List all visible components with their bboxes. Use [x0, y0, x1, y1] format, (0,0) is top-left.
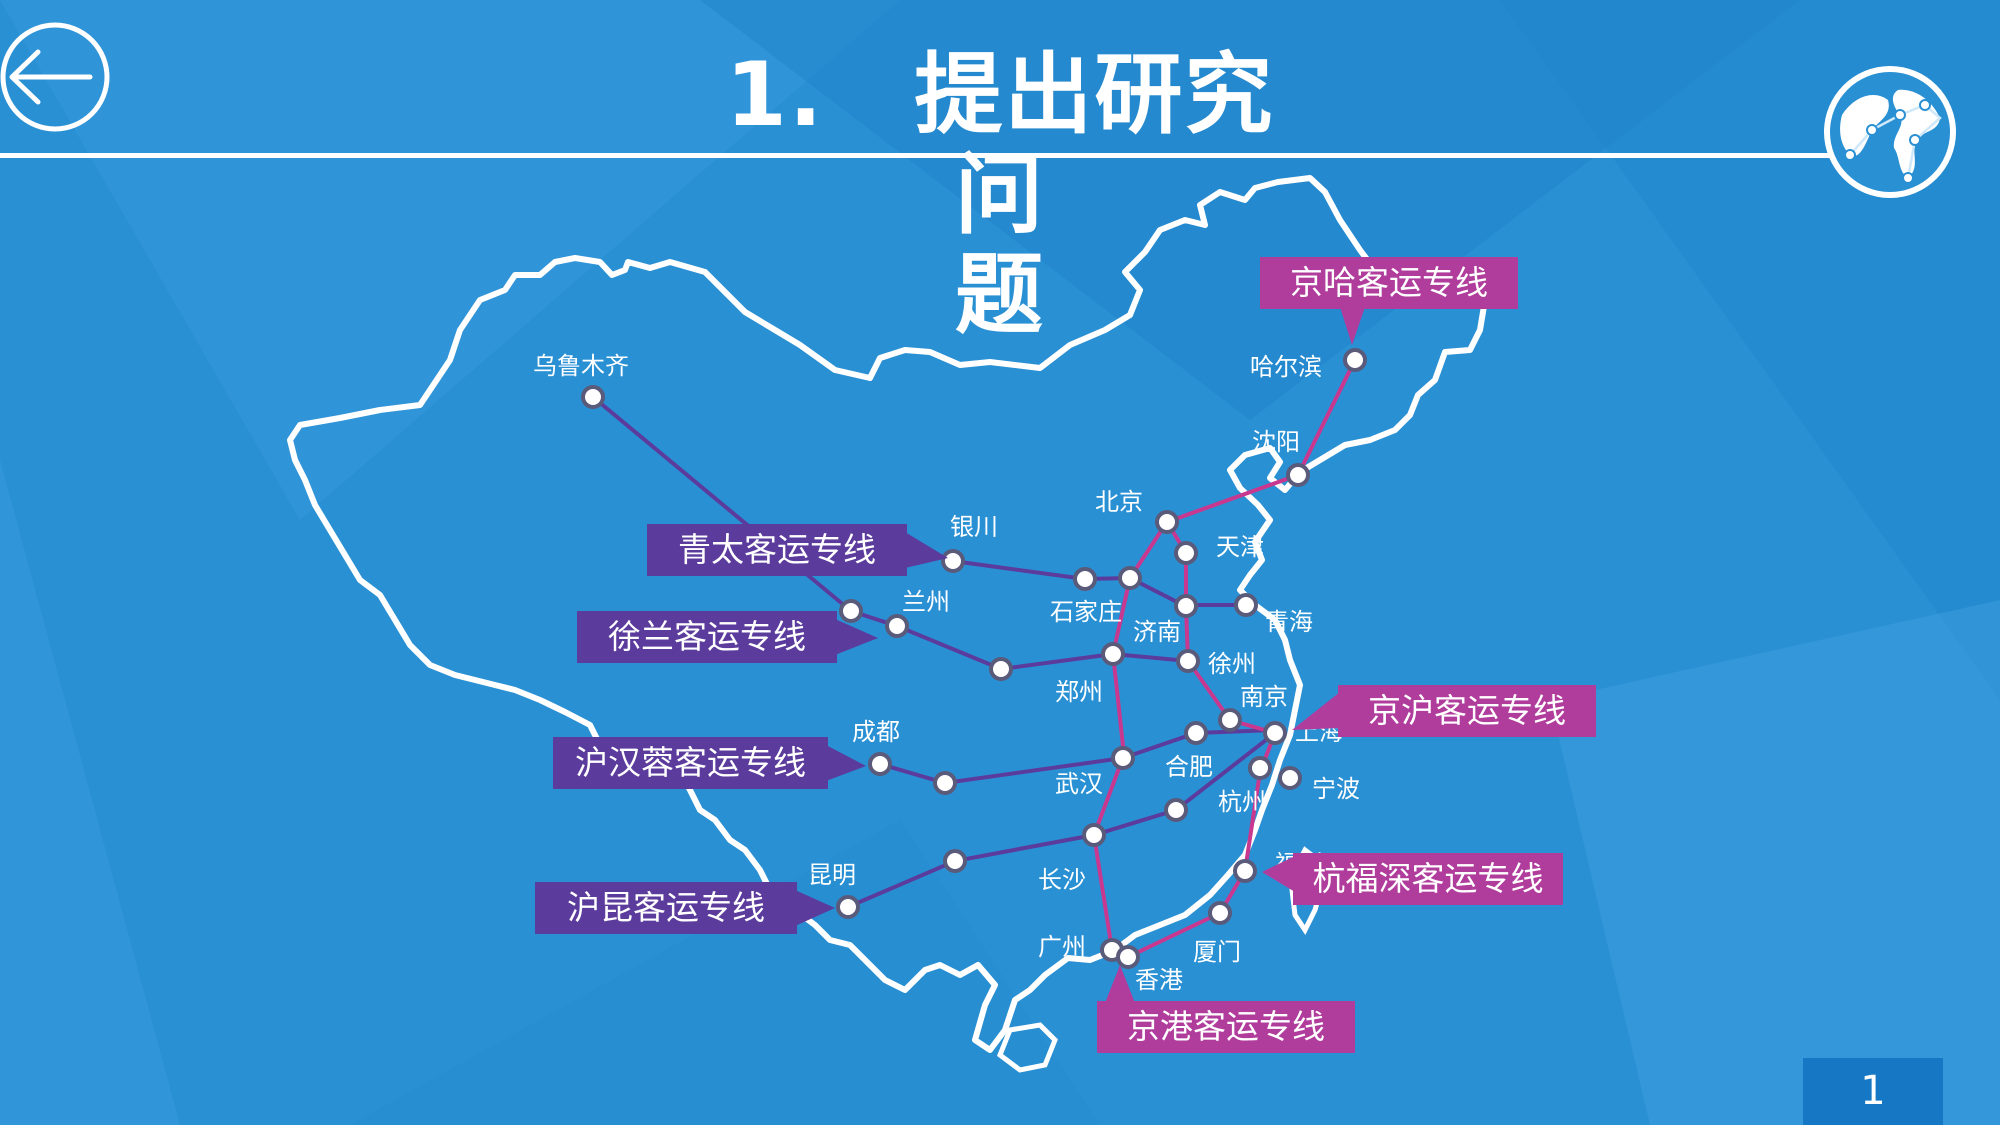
node-shijiazhuang[interactable]	[1118, 566, 1142, 590]
tag-huhanrong-line[interactable]: 沪汉蓉客运专线	[553, 737, 828, 789]
node-haerbin[interactable]	[1343, 348, 1367, 372]
node-zhengzhou[interactable]	[1101, 642, 1125, 666]
node-chengdu[interactable]	[868, 752, 892, 776]
label-yinchuan: 银川	[950, 513, 998, 541]
city-labels: 乌鲁木齐 哈尔滨 沈阳 北京 天津 银川 兰州 石家庄 济南 青海 徐州 郑州 …	[533, 352, 1360, 994]
china-outline	[287, 175, 1488, 1053]
node-chongqing[interactable]	[933, 771, 957, 795]
node-shanghai[interactable]	[1263, 721, 1287, 745]
node-tianjin[interactable]	[1174, 541, 1198, 565]
pointer-jinggang	[1105, 965, 1135, 1003]
node-yinchuan[interactable]	[941, 549, 965, 573]
slide-title: 1. 提出研究问 题	[700, 45, 1300, 345]
label-jinan: 济南	[1133, 618, 1181, 646]
pointer-jinghu	[1292, 692, 1340, 730]
label-kunming: 昆明	[808, 861, 856, 889]
label-shijiazhuang: 石家庄	[1050, 598, 1122, 626]
slide-title-line-1: 1. 提出研究问	[725, 43, 1275, 246]
back-button[interactable]	[0, 20, 110, 134]
slide-title-line-2: 题	[954, 243, 1045, 346]
label-shenyang: 沈阳	[1252, 428, 1300, 456]
node-nanjing[interactable]	[1218, 708, 1242, 732]
label-haerbin: 哈尔滨	[1250, 353, 1322, 381]
hainan-outline	[996, 1022, 1058, 1073]
node-changsha[interactable]	[1082, 823, 1106, 847]
node-qinghai[interactable]	[1234, 593, 1258, 617]
tag-jingha-line[interactable]: 京哈客运专线	[1260, 257, 1518, 309]
globe-logo	[1820, 60, 1960, 204]
label-beijing: 北京	[1095, 488, 1143, 516]
label-wuhan: 武汉	[1055, 770, 1103, 798]
pointer-hukun	[795, 890, 835, 926]
label-changsha: 长沙	[1038, 866, 1086, 894]
node-kunming[interactable]	[836, 895, 860, 919]
node-guiyang[interactable]	[943, 849, 967, 873]
node-jinan[interactable]	[1174, 594, 1198, 618]
node-xianggang[interactable]	[1116, 945, 1140, 969]
node-xiamen[interactable]	[1208, 901, 1232, 925]
pointer-huhanrong	[826, 745, 866, 781]
pointer-hangfushen	[1262, 856, 1295, 892]
label-xiamen: 厦门	[1193, 938, 1241, 966]
label-chengdu: 成都	[852, 718, 900, 746]
label-qinghai: 青海	[1265, 608, 1313, 636]
node-hefei[interactable]	[1184, 721, 1208, 745]
tag-qingtai-line[interactable]: 青太客运专线	[647, 524, 907, 576]
node-wuhan[interactable]	[1111, 746, 1135, 770]
label-xianggang: 香港	[1135, 966, 1183, 994]
back-arrow-icon	[0, 22, 110, 132]
node-nanchang[interactable]	[1164, 798, 1188, 822]
tag-jinggang-line[interactable]: 京港客运专线	[1097, 1001, 1355, 1053]
page-number-badge: 1	[1803, 1058, 1943, 1125]
city-nodes	[581, 348, 1367, 969]
node-lanzhou[interactable]	[885, 614, 909, 638]
node-xuzhou[interactable]	[1176, 649, 1200, 673]
label-tianjin: 天津	[1216, 533, 1264, 561]
node-shijiazhuang-west[interactable]	[1073, 567, 1097, 591]
tag-jinghu-line[interactable]: 京沪客运专线	[1338, 685, 1596, 737]
node-fuzhou[interactable]	[1233, 859, 1257, 883]
label-hefei: 合肥	[1165, 753, 1213, 781]
header-divider	[0, 153, 1830, 158]
pointer-qingtai	[905, 532, 948, 568]
node-hangzhou[interactable]	[1248, 756, 1272, 780]
node-wulumuqi[interactable]	[581, 385, 605, 409]
label-nanjing: 南京	[1240, 683, 1288, 711]
pointer-xulan	[835, 619, 878, 655]
node-xian[interactable]	[989, 657, 1013, 681]
node-ningbo[interactable]	[1278, 766, 1302, 790]
tag-hangfushen-line[interactable]: 杭福深客运专线	[1293, 853, 1563, 905]
tag-xulan-line[interactable]: 徐兰客运专线	[577, 611, 837, 663]
node-shenyang[interactable]	[1286, 463, 1310, 487]
label-wulumuqi: 乌鲁木齐	[533, 352, 629, 380]
label-zhengzhou: 郑州	[1055, 678, 1103, 706]
label-xuzhou: 徐州	[1208, 650, 1256, 678]
tag-pointers	[795, 307, 1365, 1003]
label-lanzhou: 兰州	[902, 588, 950, 616]
globe-network-icon	[1824, 66, 1956, 198]
node-beijing[interactable]	[1155, 510, 1179, 534]
label-guangzhou: 广州	[1038, 933, 1086, 961]
node-lanzhou-west[interactable]	[839, 599, 863, 623]
pointer-jingha	[1340, 307, 1365, 345]
tag-hukun-line[interactable]: 沪昆客运专线	[535, 882, 797, 934]
label-ningbo: 宁波	[1312, 775, 1360, 803]
label-hangzhou: 杭州	[1218, 788, 1266, 816]
